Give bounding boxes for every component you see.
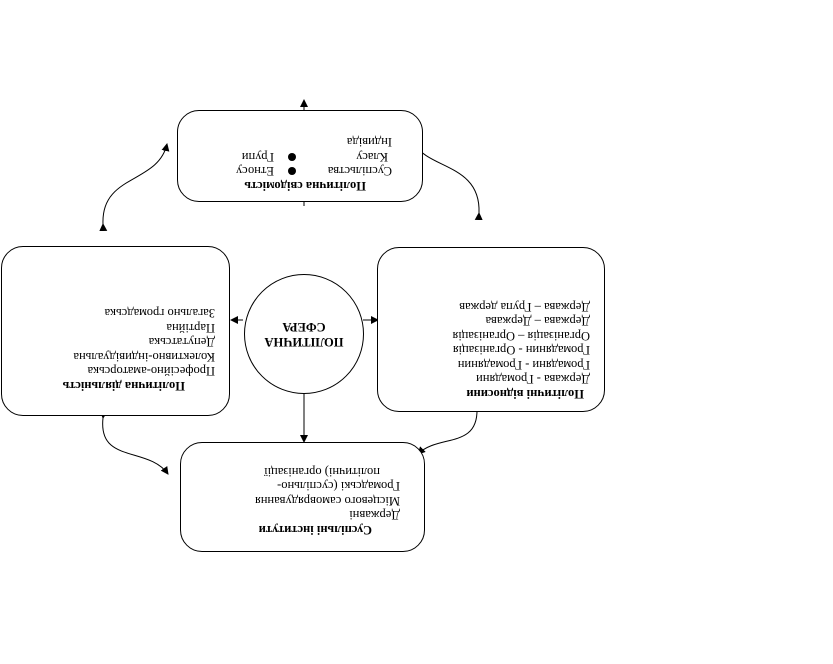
consciousness-item-groups: Групи xyxy=(241,150,274,164)
consciousness-item-ethnos-row: Етносу xyxy=(236,164,296,179)
relations-item: Держава - Громадяни xyxy=(476,372,590,387)
political-sphere-circle: ПОЛІТИЧНА СФЕРА xyxy=(244,274,364,394)
curve-activity-consciousness xyxy=(99,143,170,232)
social-institutions-title: Суспільні інститути xyxy=(258,523,372,537)
consciousness-item-class: Класу xyxy=(356,150,388,164)
political-activity-title: Політична діяльність xyxy=(62,379,185,393)
consciousness-item-ethnos: Етносу xyxy=(236,164,274,179)
curve-activity-institutions xyxy=(99,410,169,475)
activity-item: Загально громадська xyxy=(104,306,215,321)
political-relations-box: Політичні відносини Держава - Громадяни … xyxy=(377,247,605,412)
institutions-item: Громадські (суспільно- xyxy=(277,479,400,494)
bullet-icon xyxy=(288,152,296,161)
relations-item: Організація – Організація xyxy=(452,329,590,343)
activity-item: Колективно-індивідуальна xyxy=(73,350,215,364)
bullet-icon xyxy=(288,167,296,176)
relations-item: Держава – Група держав xyxy=(459,300,590,314)
political-activity-box: Політична діяльність Професійно-аматорсь… xyxy=(1,246,230,416)
institutions-item: Державні xyxy=(349,508,400,523)
consciousness-item-individual: Індивіда xyxy=(346,135,392,150)
consciousness-item-groups-row: Групи xyxy=(236,150,296,164)
curve-relations-consciousness xyxy=(414,143,483,221)
consciousness-item-society: Суспільства xyxy=(327,164,392,179)
social-institutions-box: Суспільні інститути Державні Місцевого с… xyxy=(180,442,425,552)
institutions-item: Місцевого самоврядування xyxy=(255,494,400,508)
activity-item: Депутатська xyxy=(148,335,215,350)
activity-item: Партійна xyxy=(166,321,215,335)
political-consciousness-box: Політична свідомість Суспільства Класу І… xyxy=(177,110,423,202)
consciousness-right-list: Етносу Групи xyxy=(236,135,296,179)
institutions-item: політичні) організації xyxy=(264,465,380,479)
political-consciousness-title: Політична свідомість xyxy=(244,179,366,193)
relations-item: Громадянин - Організація xyxy=(452,343,590,358)
activity-item: Професійно-аматорська xyxy=(87,364,215,379)
consciousness-left-list: Суспільства Класу Індивіда xyxy=(296,135,392,179)
curve-relations-institutions xyxy=(417,401,481,455)
center-label-line1: ПОЛІТИЧНА xyxy=(264,335,344,349)
relations-item: Держава – Держава xyxy=(485,314,590,329)
political-relations-title: Політичні відносини xyxy=(466,387,584,401)
relations-item: Громадяни - Громадянин xyxy=(457,358,590,372)
center-label-line2: СФЕРА xyxy=(282,320,326,334)
